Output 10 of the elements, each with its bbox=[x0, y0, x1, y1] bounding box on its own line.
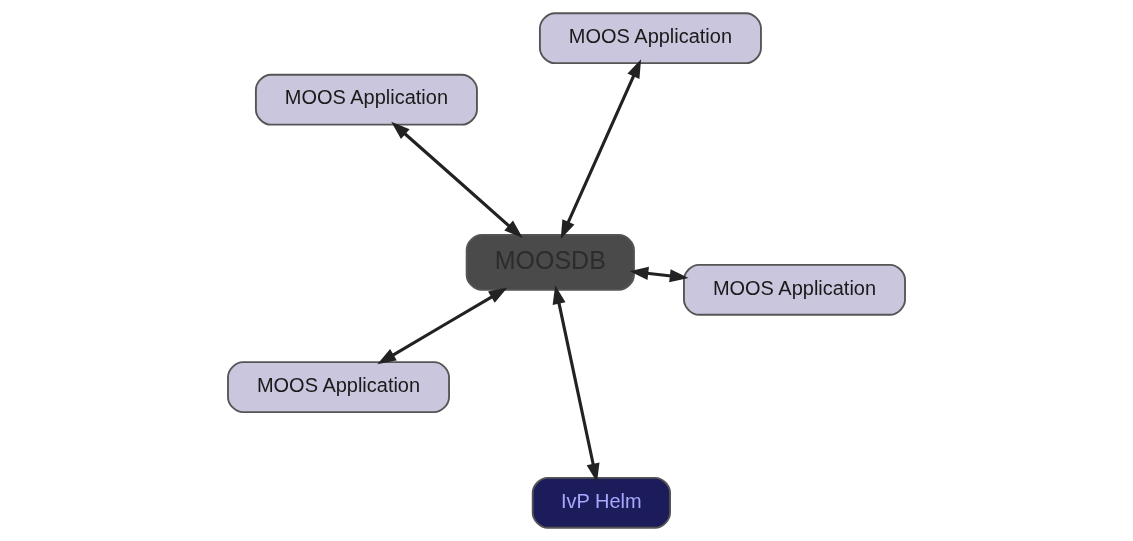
arrow bbox=[391, 121, 523, 238]
node-box: MOOS Application bbox=[683, 263, 906, 316]
arrow bbox=[552, 285, 600, 483]
arrow bbox=[377, 287, 508, 365]
node-box: MOOS Application bbox=[254, 73, 478, 126]
node-box: MOOS Application bbox=[227, 361, 450, 414]
arrow bbox=[629, 266, 689, 283]
arrow bbox=[560, 59, 642, 240]
node-box: MOOS Application bbox=[538, 12, 762, 65]
node-box: IvP Helm bbox=[531, 476, 671, 529]
